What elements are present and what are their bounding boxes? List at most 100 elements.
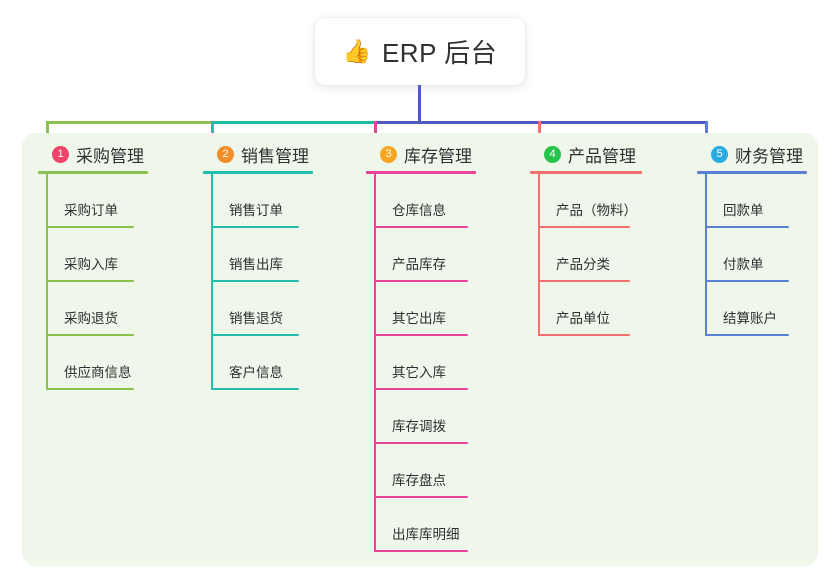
leaf-item[interactable]: 销售出库	[203, 228, 313, 282]
leaf-item-label: 其它入库	[392, 365, 446, 380]
column-header-3[interactable]: 3 库存管理	[366, 141, 476, 167]
leaf-item-line	[374, 388, 468, 390]
leaf-item[interactable]: 其它出库	[366, 282, 476, 336]
leaf-item-label: 销售退货	[229, 311, 283, 326]
bus-segment-blue	[374, 121, 708, 124]
root-title-text: ERP 后台	[381, 38, 498, 68]
leaf-item-line	[46, 334, 134, 336]
column-underline	[366, 171, 476, 174]
leaf-item-line	[538, 334, 630, 336]
column-title: 财务管理	[735, 146, 803, 166]
leaf-item-label: 库存调拨	[392, 419, 446, 434]
leaf-item[interactable]: 销售订单	[203, 174, 313, 228]
column-badge-5: 5	[711, 145, 728, 163]
leaf-item[interactable]: 其它入库	[366, 336, 476, 390]
leaf-item-label: 产品库存	[392, 257, 446, 272]
leaf-item-label: 采购入库	[64, 257, 118, 272]
column-spine	[46, 174, 48, 390]
column-items: 回款单付款单结算账户	[697, 174, 807, 336]
leaf-item[interactable]: 出库库明细	[366, 498, 476, 552]
leaf-item-label: 客户信息	[229, 365, 283, 380]
leaf-item-label: 采购退货	[64, 311, 118, 326]
root-title-card[interactable]: 👍 ERP 后台	[315, 18, 525, 85]
column-underline	[530, 171, 642, 174]
leaf-item-line	[374, 334, 468, 336]
leaf-item[interactable]: 产品单位	[530, 282, 642, 336]
leaf-item-line	[705, 226, 789, 228]
column-title: 库存管理	[404, 146, 472, 166]
leaf-item-line	[211, 388, 299, 390]
column-underline	[38, 171, 148, 174]
column-spine	[705, 174, 707, 336]
column-header-1[interactable]: 1 采购管理	[38, 141, 148, 167]
leaf-item[interactable]: 库存调拨	[366, 390, 476, 444]
column-badge-1: 1	[52, 145, 69, 163]
column-5: 5 财务管理回款单付款单结算账户	[697, 141, 807, 336]
leaf-item[interactable]: 产品库存	[366, 228, 476, 282]
column-spine	[538, 174, 540, 336]
column-spine	[374, 174, 376, 552]
column-underline	[203, 171, 313, 174]
column-header-4[interactable]: 4 产品管理	[530, 141, 642, 167]
leaf-item[interactable]: 仓库信息	[366, 174, 476, 228]
leaf-item-line	[705, 280, 789, 282]
column-items: 销售订单销售出库销售退货客户信息	[203, 174, 313, 390]
leaf-item-line	[374, 496, 468, 498]
leaf-item[interactable]: 客户信息	[203, 336, 313, 390]
column-header-5[interactable]: 5 财务管理	[697, 141, 807, 167]
leaf-item-line	[538, 280, 630, 282]
leaf-item[interactable]: 产品分类	[530, 228, 642, 282]
leaf-item-line	[46, 388, 134, 390]
leaf-item-label: 回款单	[723, 203, 764, 218]
leaf-item-line	[211, 280, 299, 282]
leaf-item-line	[374, 226, 468, 228]
bus-segment-green	[46, 121, 214, 124]
leaf-item-label: 仓库信息	[392, 203, 446, 218]
leaf-item[interactable]: 采购退货	[38, 282, 148, 336]
column-items: 产品（物料） 产品分类产品单位	[530, 174, 642, 336]
column-badge-3: 3	[380, 145, 397, 163]
leaf-item[interactable]: 付款单	[697, 228, 807, 282]
leaf-item-label: 其它出库	[392, 311, 446, 326]
leaf-item-line	[211, 334, 299, 336]
column-3: 3 库存管理仓库信息产品库存其它出库其它入库库存调拨库存盘点出库库明细	[366, 141, 476, 552]
column-2: 2 销售管理销售订单销售出库销售退货客户信息	[203, 141, 313, 390]
leaf-item-label: 供应商信息	[64, 365, 132, 380]
column-4: 4 产品管理产品（物料） 产品分类产品单位	[530, 141, 642, 336]
column-badge-4: 4	[544, 145, 561, 163]
leaf-item-label: 销售订单	[229, 203, 283, 218]
leaf-item[interactable]: 采购订单	[38, 174, 148, 228]
leaf-item-line	[374, 280, 468, 282]
column-badge-2: 2	[217, 145, 234, 163]
leaf-item-label: 产品分类	[556, 257, 610, 272]
leaf-item[interactable]: 产品（物料）	[530, 174, 642, 228]
column-title: 销售管理	[241, 146, 309, 166]
leaf-item-line	[46, 226, 134, 228]
leaf-item[interactable]: 供应商信息	[38, 336, 148, 390]
leaf-item-label: 库存盘点	[392, 473, 446, 488]
leaf-item-line	[374, 550, 468, 552]
column-underline	[697, 171, 807, 174]
column-title: 采购管理	[76, 146, 144, 166]
leaf-item-line	[46, 280, 134, 282]
leaf-item-line	[211, 226, 299, 228]
thumbs-up-icon: 👍	[342, 38, 372, 64]
column-title: 产品管理	[568, 146, 636, 166]
leaf-item-label: 付款单	[723, 257, 764, 272]
leaf-item[interactable]: 库存盘点	[366, 444, 476, 498]
leaf-item-line	[705, 334, 789, 336]
leaf-item[interactable]: 结算账户	[697, 282, 807, 336]
leaf-item-label: 采购订单	[64, 203, 118, 218]
column-spine	[211, 174, 213, 390]
leaf-item[interactable]: 销售退货	[203, 282, 313, 336]
bus-segment-teal	[211, 121, 377, 124]
leaf-item-label: 销售出库	[229, 257, 283, 272]
column-header-2[interactable]: 2 销售管理	[203, 141, 313, 167]
leaf-item[interactable]: 回款单	[697, 174, 807, 228]
leaf-item[interactable]: 采购入库	[38, 228, 148, 282]
column-items: 仓库信息产品库存其它出库其它入库库存调拨库存盘点出库库明细	[366, 174, 476, 552]
root-title: 👍 ERP 后台	[343, 33, 497, 70]
diagram-panel	[22, 133, 818, 566]
leaf-item-label: 产品单位	[556, 311, 610, 326]
column-1: 1 采购管理采购订单采购入库采购退货供应商信息	[38, 141, 148, 390]
